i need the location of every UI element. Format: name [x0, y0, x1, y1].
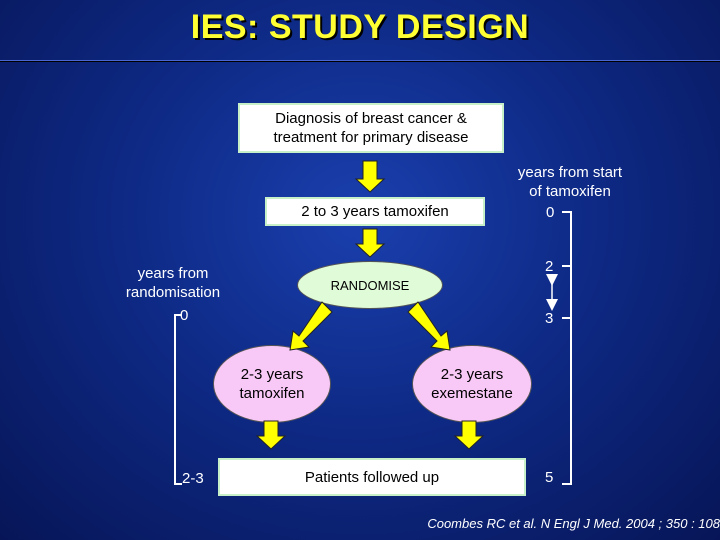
timeline-start-label-line-1: years from start — [517, 164, 623, 181]
exemestane-arm-oval: 2-3 years exemestane — [412, 345, 532, 423]
arrow-randomise-to-exemestane-arm — [407, 301, 451, 351]
slide-title: IES: STUDY DESIGN — [190, 8, 530, 46]
diagnosis-box: Diagnosis of breast cancer & treatment f… — [238, 103, 504, 153]
followed-up-box: Patients followed up — [218, 458, 526, 496]
tamoxifen-arm-line-2: tamoxifen — [239, 385, 305, 402]
timeline-start-tick-3: 3 — [545, 310, 554, 327]
citation: Coombes RC et al. N Engl J Med. 2004 ; 3… — [427, 516, 720, 531]
timeline-randomisation-label-line-2: randomisation — [125, 284, 221, 301]
timeline-start-tick-5: 5 — [545, 469, 554, 486]
timeline-randomisation-tick-end: 2-3 — [182, 470, 204, 487]
timeline-randomisation-bracket — [174, 314, 182, 485]
timeline-randomisation-label-line-1: years from — [137, 265, 209, 282]
timeline-start-label-line-2: of tamoxifen — [529, 183, 611, 200]
timeline-start-label: years from start of tamoxifen — [500, 163, 640, 201]
tamoxifen-arm-line-1: 2-3 years — [240, 366, 304, 383]
tamoxifen-arm-oval: 2-3 years tamoxifen — [213, 345, 331, 423]
diagnosis-line-1: Diagnosis of breast cancer & — [275, 110, 467, 127]
initial-tamoxifen-box: 2 to 3 years tamoxifen — [265, 197, 485, 226]
arrow-exemestane-arm-to-follow-up — [453, 420, 485, 450]
arrow-diagnosis-to-tamoxifen — [354, 160, 386, 193]
timeline-start-tick-2: 2 — [545, 258, 554, 275]
exemestane-arm-line-2: exemestane — [431, 385, 513, 402]
title-divider — [0, 60, 720, 61]
timeline-start-bracket — [562, 211, 572, 485]
timeline-randomisation-label: years from randomisation — [103, 264, 243, 302]
arrow-tamoxifen-to-randomise — [354, 228, 386, 258]
arrow-randomise-to-tamoxifen-arm — [289, 301, 333, 351]
timeline-randomisation-tick-0: 0 — [180, 307, 189, 324]
exemestane-arm-line-1: 2-3 years — [440, 366, 504, 383]
arrow-tamoxifen-arm-to-follow-up — [255, 420, 287, 450]
diagnosis-line-2: treatment for primary disease — [273, 129, 469, 146]
timeline-start-tick-0: 0 — [546, 204, 555, 221]
randomise-ellipse: RANDOMISE — [297, 261, 443, 309]
